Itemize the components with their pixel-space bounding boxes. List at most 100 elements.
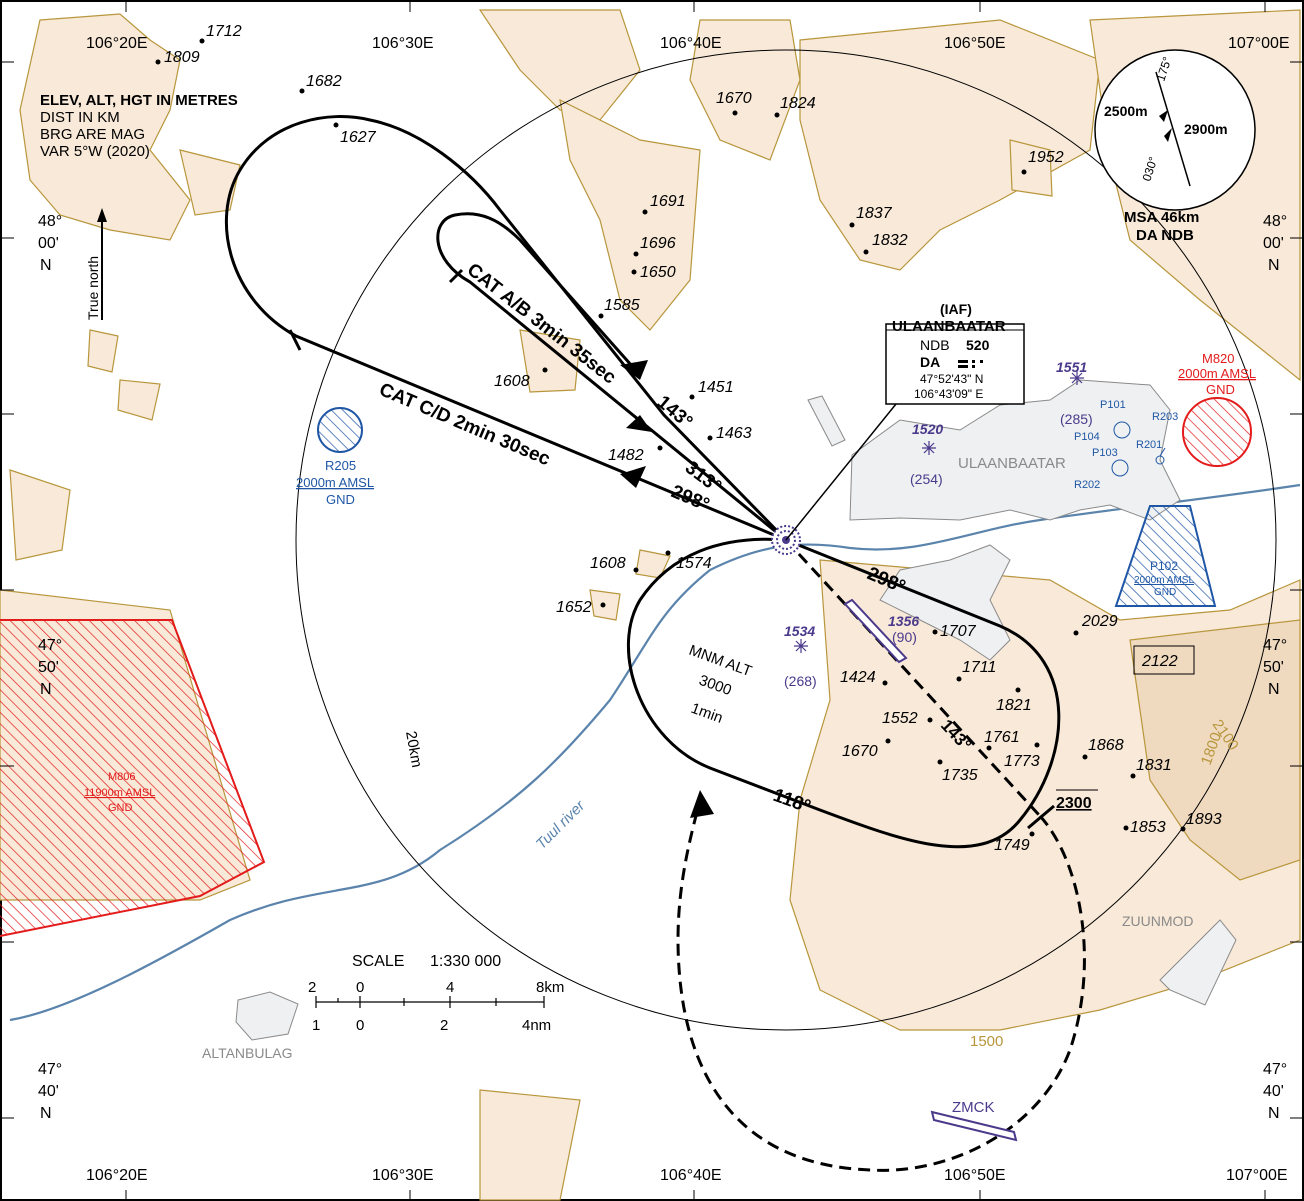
svg-text:1682: 1682	[306, 73, 342, 90]
spot-height-dots	[155, 38, 1186, 837]
svg-text:50': 50'	[38, 659, 59, 676]
svg-text:P104: P104	[1074, 431, 1100, 443]
svg-text:(285): (285)	[1060, 411, 1093, 427]
longitude-labels-top: 106°20E 106°30E 106°40E 106°50E 107°00E	[86, 35, 1290, 52]
iaf-latitude: 47°52'43" N	[920, 372, 983, 386]
svg-text:106°50E: 106°50E	[944, 35, 1006, 52]
svg-text:40': 40'	[1263, 1083, 1284, 1100]
svg-text:R201: R201	[1136, 439, 1162, 451]
holding-pattern	[626, 537, 1061, 849]
svg-text:N: N	[1268, 681, 1280, 698]
svg-text:1670: 1670	[716, 90, 752, 107]
svg-text:R202: R202	[1074, 479, 1100, 491]
cat-ab-outbound-loop	[436, 212, 787, 542]
iaf-ndb-frequency: 520	[966, 337, 990, 353]
runway-zmck	[930, 1110, 1018, 1142]
ulaanbaatar-urban-area	[849, 379, 1181, 521]
m820-area	[1182, 397, 1252, 467]
svg-text:47°: 47°	[38, 1061, 62, 1078]
city-restricted-labels: P101 P104 P103 R201 R202 R203	[1074, 399, 1178, 491]
svg-text:1696: 1696	[640, 235, 676, 252]
svg-text:2000m AMSL: 2000m AMSL	[1178, 366, 1256, 381]
hold-min-alt-label: MNM ALT	[687, 642, 754, 680]
svg-text:107°00E: 107°00E	[1226, 1167, 1288, 1184]
runway-ulaanbaatar	[843, 598, 908, 664]
r205-restricted-area	[317, 407, 363, 453]
final-approach-dashed	[784, 538, 1042, 818]
svg-text:50': 50'	[1263, 659, 1284, 676]
msa-left-altitude: 2500m	[1104, 103, 1148, 119]
msa-right-altitude: 2900m	[1184, 121, 1228, 137]
true-north-arrow	[97, 208, 107, 320]
scale-title: SCALE	[352, 953, 404, 970]
svg-text:4: 4	[446, 979, 454, 996]
range-ring-label: 20km	[402, 730, 425, 769]
svg-text:1552: 1552	[882, 710, 918, 727]
cat-cd-outbound-loop	[225, 115, 788, 542]
hold-min-alt-value: 3000	[697, 672, 734, 699]
legend-line-1: ELEV, ALT, HGT IN METRES	[40, 92, 238, 109]
svg-text:1824: 1824	[780, 95, 816, 112]
msa-caption-1: MSA 46km	[1124, 209, 1199, 226]
iaf-info-box	[885, 323, 1025, 405]
svg-text:1832: 1832	[872, 232, 908, 249]
svg-text:2: 2	[440, 1017, 448, 1034]
iaf-longitude: 106°43'09" E	[914, 387, 983, 401]
svg-text:1868: 1868	[1088, 737, 1124, 754]
iaf-title: (IAF)	[940, 301, 972, 317]
svg-text:1893: 1893	[1186, 811, 1222, 828]
inner-restricted-points	[1111, 421, 1166, 477]
scale-ratio: 1:330 000	[430, 953, 501, 970]
svg-text:1520: 1520	[912, 421, 943, 437]
scale-km-ticks: 2 0 4 8km	[308, 979, 564, 996]
svg-text:1574: 1574	[676, 555, 712, 572]
svg-text:GND: GND	[1154, 587, 1176, 598]
svg-text:106°40E: 106°40E	[660, 1167, 722, 1184]
procedure-tracks	[225, 115, 1086, 1172]
svg-text:1534: 1534	[784, 623, 815, 639]
r205-label: R205 2000m AMSL GND	[296, 458, 374, 507]
svg-text:1735: 1735	[942, 767, 978, 784]
p102-label: P102 2000m AMSL GND	[1134, 559, 1194, 598]
legend-line-4: VAR 5°W (2020)	[40, 143, 150, 160]
svg-text:GND: GND	[326, 492, 355, 507]
svg-text:1821: 1821	[996, 697, 1032, 714]
svg-text:106°50E: 106°50E	[944, 1167, 1006, 1184]
iaf-name: ULAANBAATAR	[892, 318, 1006, 335]
spot-height-labels: 1712 1809 1682 1627 1670 1824 1952 1691 …	[164, 23, 1222, 854]
svg-text:1608: 1608	[494, 373, 530, 390]
svg-text:N: N	[40, 257, 52, 274]
msa-diagram	[1094, 49, 1256, 211]
svg-text:R205: R205	[325, 458, 356, 473]
svg-text:(90): (90)	[892, 629, 917, 645]
svg-text:106°20E: 106°20E	[86, 1167, 148, 1184]
svg-text:8km: 8km	[536, 979, 564, 996]
svg-text:48°: 48°	[1263, 213, 1287, 230]
altanbulag-urban-area	[235, 991, 299, 1041]
svg-text:40': 40'	[38, 1083, 59, 1100]
svg-text:1652: 1652	[556, 599, 592, 616]
svg-text:P103: P103	[1092, 447, 1118, 459]
hold-time: 1min	[689, 700, 725, 727]
svg-text:1711: 1711	[962, 659, 996, 676]
true-north-label: True north	[85, 256, 101, 320]
svg-text:4nm: 4nm	[522, 1017, 551, 1034]
20km-range-ring	[295, 49, 1277, 1031]
zuunmod-urban-area	[1159, 919, 1237, 1006]
svg-text:1424: 1424	[840, 669, 876, 686]
svg-text:2000m AMSL: 2000m AMSL	[1134, 575, 1194, 586]
tuul-river	[9, 483, 1301, 1022]
svg-text:48°: 48°	[38, 213, 62, 230]
latitude-labels-right: 48° 00' N 47° 50' N 47° 40' N	[1263, 213, 1287, 1122]
legend-line-3: BRG ARE MAG	[40, 126, 145, 143]
svg-text:47°: 47°	[1263, 637, 1287, 654]
svg-text:1650: 1650	[640, 264, 676, 281]
missed-approach-dashed	[676, 799, 1086, 1172]
svg-text:(268): (268)	[784, 673, 817, 689]
m820-label: M820 2000m AMSL GND	[1178, 351, 1256, 397]
altanbulag-label: ALTANBULAG	[202, 1045, 293, 1061]
svg-text:1809: 1809	[164, 49, 200, 66]
obstacle-labels: 1551 (285) 1520 (254) 1534 (268) 1356 (9…	[784, 359, 1093, 689]
